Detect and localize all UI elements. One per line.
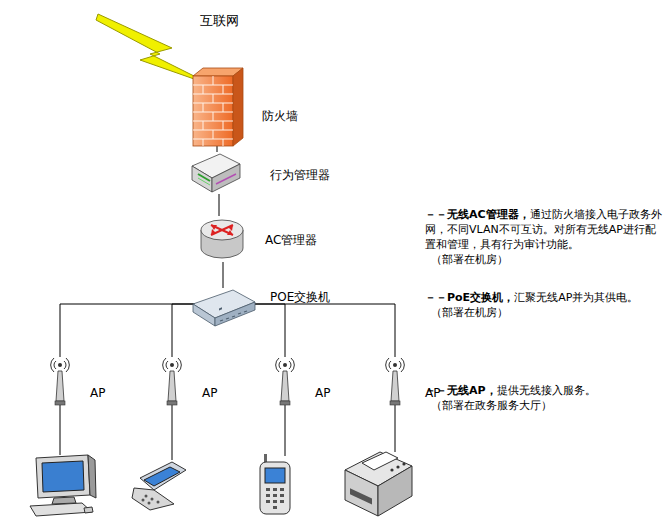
ap-antenna-icon — [388, 357, 402, 405]
network-link — [172, 304, 195, 357]
note-body: 汇聚无线AP并为其供电。 — [514, 291, 638, 304]
ap-node: AP — [388, 357, 402, 405]
node-label: AP — [90, 386, 105, 400]
firewall-node: 防火墙 — [193, 68, 243, 146]
network-link — [217, 146, 218, 152]
ap-antenna-icon — [278, 357, 292, 405]
network-link — [253, 304, 395, 357]
ap-node: AP — [165, 357, 179, 405]
note-heading: －－无线AC管理器， — [425, 208, 530, 221]
node-label: AC管理器 — [265, 233, 317, 247]
firewall-icon — [193, 68, 243, 146]
poe-switch-node: POE交换机 — [193, 288, 255, 332]
network-link — [253, 304, 285, 357]
ap-node: AP — [53, 357, 67, 405]
node-label: POE交换机 — [270, 290, 330, 304]
computer-icon — [30, 455, 96, 516]
note-heading: －－PoE交换机， — [425, 291, 514, 304]
printer-icon — [345, 452, 412, 516]
note-block: －－无线AC管理器，通过防火墙接入电子政务外网，不同VLAN不可互访。对所有无线… — [425, 207, 665, 267]
ap-antenna-icon — [53, 357, 67, 405]
network-link — [60, 304, 195, 357]
network-link — [219, 194, 220, 216]
note-location: （部署在机房） — [425, 305, 665, 320]
poe-switch-icon — [193, 288, 255, 332]
node-label: AP — [315, 386, 330, 400]
note-block: －－PoE交换机，汇聚无线AP并为其供电。（部署在机房） — [425, 290, 665, 320]
behavior-manager-node: 行为管理器 — [190, 152, 242, 194]
ap-node: AP — [278, 357, 292, 405]
note-body: 提供无线接入服务。 — [497, 384, 596, 397]
internet-label: 互联网 — [200, 12, 239, 30]
device-wires — [60, 405, 395, 460]
network-link — [223, 262, 224, 288]
note-location: （部署在机房） — [425, 252, 665, 267]
ac-router-icon — [199, 216, 245, 262]
flip-phone-icon — [132, 462, 186, 510]
node-label: 防火墙 — [262, 109, 298, 123]
mobile-phone-icon — [260, 454, 290, 514]
behavior-manager-icon — [190, 152, 242, 194]
node-label: 行为管理器 — [270, 168, 330, 182]
node-label: AP — [202, 386, 217, 400]
note-block: －－无线AP，提供无线接入服务。（部署在政务服务大厅） — [425, 383, 665, 413]
ap-antenna-icon — [165, 357, 179, 405]
ac-manager-node: AC管理器 — [199, 216, 245, 262]
note-heading: －－无线AP， — [425, 384, 497, 397]
note-location: （部署在政务服务大厅） — [425, 398, 665, 413]
